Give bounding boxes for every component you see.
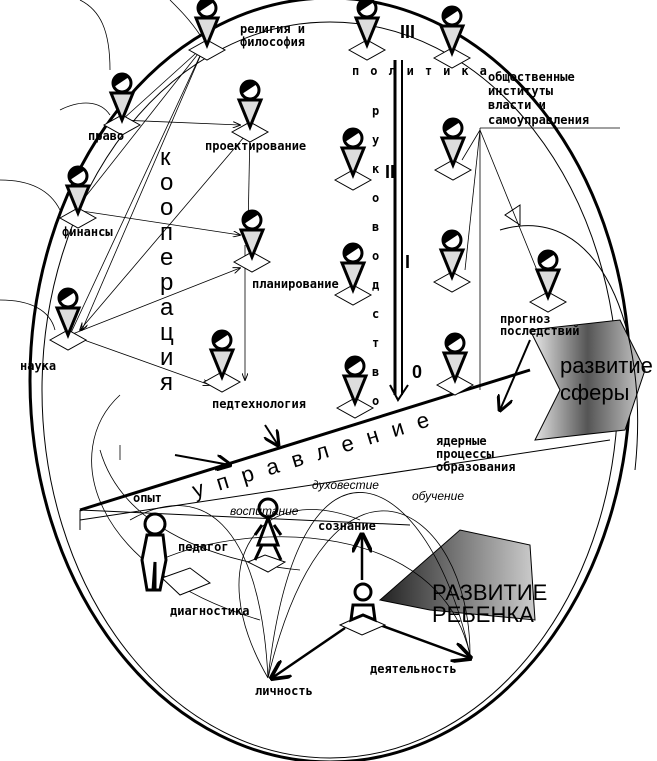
pawn-leadership-1 [333,126,373,192]
vertical-letter: в [372,220,379,234]
label-religion: религия и [240,22,305,36]
vertical-letter: к [372,162,380,176]
label-personality: личность [255,684,313,698]
label-institutions-1: общественные [488,70,575,84]
pawn-politics-1 [347,0,387,62]
label-leadership: р у к о в о д с т в о [372,104,380,408]
child-figure [338,582,387,636]
vertical-letter: у [372,133,379,147]
label-experience: опыт [133,491,162,505]
vertical-letter: о [372,394,379,408]
label-learning: обучение [412,489,464,503]
label-institutions-2: институты [488,84,554,98]
vertical-letter: п [160,219,173,246]
label-child-development-1: РАЗВИТИЕ [432,580,547,605]
vertical-letter: в [372,365,379,379]
pawn-religion [187,0,227,62]
vertical-letter: а [160,294,174,321]
label-design: проектирование [205,139,306,153]
label-pedtech: педтехнология [212,397,306,411]
label-planning: планирование [252,277,339,291]
vertical-letter: я [160,369,173,396]
pawn-law [102,71,142,137]
pawn-science [48,286,88,352]
vertical-letter: с [372,307,379,321]
vertical-letter: о [372,191,379,205]
sphere-development-arrow [529,319,646,441]
label-nuclear-2: процессы [436,447,495,461]
vertical-letter: ц [160,319,174,346]
label-forecast-1: прогноз [500,312,551,326]
pawn-leadership-3 [335,354,375,420]
label-activity: деятельность [370,662,457,676]
label-child-development-2: РЕБЕНКА [432,602,534,627]
vertical-letter: д [372,278,379,292]
level-zero: 0 [412,362,422,382]
label-law: право [88,129,124,143]
label-nuclear-1: ядерные [436,434,487,448]
level-iii: III [400,22,415,42]
vertical-letter: р [160,269,173,296]
label-finance: финансы [62,225,113,239]
sphere-ellipse-inner [41,21,619,759]
pawn-planning [232,208,272,274]
label-spirituality: духовестие [312,478,379,492]
label-politics: политика [352,64,498,78]
vertical-letter: т [372,336,379,350]
pawn-institution-1 [433,116,473,182]
feedback-arc [499,225,639,471]
upbringing-figure [246,497,287,573]
label-science: наука [20,359,56,373]
label-diagnostics: диагностика [170,604,249,618]
vertical-letter: к [160,144,171,171]
vertical-letter: о [160,169,173,196]
label-teacher: педагог [178,540,229,554]
vertical-letter: и [160,344,173,371]
pawn-design [230,78,270,144]
pawn-pedtech [202,328,242,394]
pawn-leadership-2 [333,241,373,307]
pawn-institution-2 [432,228,472,294]
label-upbringing: воспитание [230,504,299,518]
label-philosophy: философия [240,35,305,49]
label-sphere-development-1: развитие [560,353,653,378]
vertical-letter: е [160,244,173,271]
label-forecast-2: последствий [500,324,579,338]
level-ii: II [385,162,395,182]
level-i: I [405,252,410,272]
label-sphere-development-2: сферы [560,380,629,405]
teacher-figure [140,512,212,596]
label-consciousness: сознание [318,519,376,533]
label-nuclear-3: образования [436,460,515,474]
label-institutions-4: самоуправления [488,113,589,127]
vertical-letter: о [372,249,379,263]
pawn-forecast [528,248,568,314]
child-development-arrow [378,529,536,621]
vertical-letter: р [372,104,379,118]
label-institutions-3: власти и [488,98,546,112]
pawn-institution-3 [435,331,475,397]
vertical-letter: о [160,194,173,221]
